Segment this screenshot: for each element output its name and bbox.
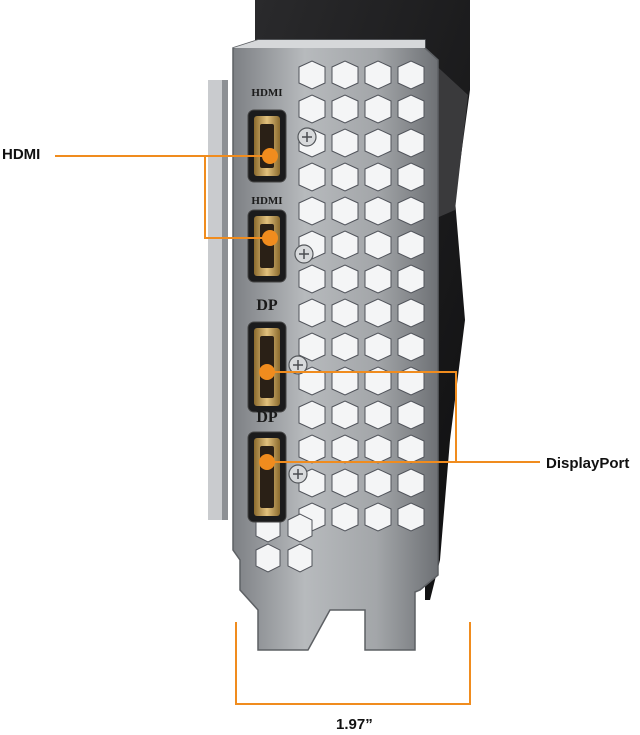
vent-hole — [397, 196, 425, 226]
display-ports — [247, 109, 287, 523]
dp-port-2-marker — [259, 454, 275, 470]
vent-hole — [298, 332, 326, 362]
vent-hole — [331, 468, 359, 498]
vent-hole — [364, 332, 392, 362]
vent-hole — [397, 264, 425, 294]
vent-hole — [298, 400, 326, 430]
vent-hole — [298, 366, 326, 396]
vent-hole — [364, 162, 392, 192]
vent-hole — [331, 502, 359, 532]
vent-hole — [397, 434, 425, 464]
vent-hole — [397, 94, 425, 124]
vent-hole — [331, 366, 359, 396]
vent-hole — [364, 468, 392, 498]
vent-hole — [397, 366, 425, 396]
vent-hole — [397, 332, 425, 362]
bracket-port-mark: DP — [256, 409, 278, 426]
vent-hole — [397, 502, 425, 532]
vent-hole — [397, 162, 425, 192]
hdmi-port-1-marker — [262, 148, 278, 164]
vent-hole — [287, 513, 313, 543]
bracket-port-mark: DP — [256, 297, 278, 314]
vent-hole — [298, 196, 326, 226]
hdmi-port — [247, 209, 287, 283]
hdmi-bracket-line — [204, 155, 270, 239]
displayport-callout-label: DisplayPort — [546, 455, 630, 472]
callout-dots — [259, 148, 278, 470]
vent-hole — [298, 434, 326, 464]
bracket-port-mark: HDMI — [251, 195, 282, 207]
vent-hole — [298, 264, 326, 294]
vent-hole — [364, 94, 392, 124]
vent-hole — [397, 468, 425, 498]
vent-hole — [255, 543, 281, 573]
vent-hole — [331, 264, 359, 294]
vent-hole — [397, 400, 425, 430]
width-dimension-line — [235, 622, 471, 705]
bracket-port-mark: HDMI — [251, 87, 282, 99]
vent-hole — [331, 434, 359, 464]
hdmi-callout-label: HDMI — [2, 146, 41, 163]
bracket-screws — [288, 127, 317, 484]
vent-hole — [298, 60, 326, 90]
vent-hole — [397, 128, 425, 158]
vent-hole — [331, 332, 359, 362]
vent-hole — [364, 502, 392, 532]
vent-hole — [331, 94, 359, 124]
vent-hole — [298, 298, 326, 328]
hdmi-port — [247, 109, 287, 183]
width-dimension-label: 1.97” — [336, 716, 373, 733]
screw — [294, 244, 314, 264]
vent-hole — [397, 298, 425, 328]
vent-hole — [397, 230, 425, 260]
vent-hole — [331, 298, 359, 328]
vent-hole — [298, 162, 326, 192]
vent-hole — [364, 196, 392, 226]
screw — [288, 464, 308, 484]
vent-hole — [298, 94, 326, 124]
dp-bracket-line — [267, 371, 457, 463]
vent-hole — [364, 298, 392, 328]
vent-hole — [287, 543, 313, 573]
vent-hole — [364, 264, 392, 294]
screw — [288, 355, 308, 375]
vent-hole — [364, 400, 392, 430]
vent-hole — [364, 128, 392, 158]
dp-port-1-marker — [259, 364, 275, 380]
vent-hole — [331, 162, 359, 192]
vent-hole — [331, 60, 359, 90]
vent-hole — [331, 196, 359, 226]
displayport-port — [247, 431, 287, 523]
vent-hole — [331, 128, 359, 158]
vent-hole — [331, 400, 359, 430]
hdmi-port-2-marker — [262, 230, 278, 246]
vent-hole — [397, 60, 425, 90]
vent-hole — [364, 434, 392, 464]
vent-grille — [255, 60, 425, 573]
bracket-port-marks: HDMI HDMI DP DP — [251, 87, 282, 426]
vent-hole — [364, 60, 392, 90]
vent-hole — [331, 230, 359, 260]
callout-lines — [55, 155, 540, 705]
vent-hole — [364, 366, 392, 396]
vent-hole — [364, 230, 392, 260]
screw — [297, 127, 317, 147]
